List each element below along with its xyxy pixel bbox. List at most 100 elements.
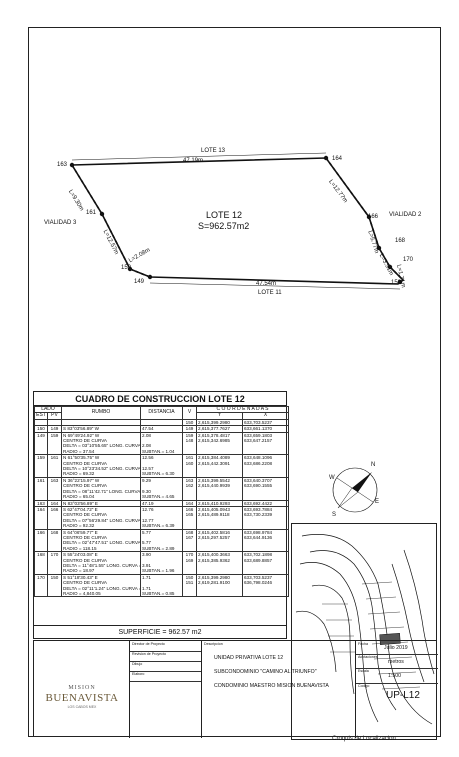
cell-line: CENTRO DE CURVA [63,483,107,489]
cell-line: 2,615,402.5816 [198,529,230,535]
point-150: 150 [391,280,402,286]
codigo-value: UP-L12 [386,690,420,701]
desc-line-2: SUBCONDOMINIO "CAMINO AL TRIUNFO" [214,669,317,675]
cell-line: 161 [185,455,194,461]
cell-line: 633,689.8857 [244,557,273,563]
cell-line: 151 [185,580,194,586]
cell-line: 2.08 [142,443,151,449]
cell-line: 2,615,377.7627 [198,426,230,432]
cell-line: 3.91 [142,562,151,568]
cell-line: 165 [185,512,194,518]
cell-line: 9.30 [142,488,151,494]
label-revision: Revision de Proyecto [132,652,166,656]
cell-line: 162 [185,483,194,489]
cell-line: 164 [185,500,194,506]
cell-pv: 166 [47,505,62,530]
cell-est: 159 [34,454,48,478]
cell-line [244,494,287,499]
cell-est: 149 [34,431,48,456]
cell-line: CENTRO DE CURVA [63,534,107,540]
label-dibujo: Dibujo [132,662,143,666]
cell-line: SUBTAN.= 1.96 [142,568,175,574]
cell-line: 12.57 [142,466,154,472]
cell-line [198,591,241,596]
desc-label: Descripcion [204,642,223,646]
info-column: Fecha Julio 2019 Acotaciones metros Esca… [356,641,438,738]
start-x: 633,703.5237 [242,418,289,427]
cell-line: 163 [185,477,194,483]
cell-line [184,494,195,499]
cell-line: CENTRO DE CURVA [63,460,107,466]
cell-pv: 161 [47,454,62,478]
hdr-rumbo: RUMBO [61,406,141,420]
cell-line [198,523,241,528]
fecha-value: Julio 2019 [384,645,408,651]
cell-line: 633,647.2157 [244,438,273,444]
cell-line: 2,615,440.9939 [198,483,230,489]
compass-n: N [371,462,376,468]
lot-label: LOTE 12 [206,210,243,220]
title-block: MISION BUENAVISTA LOS CABOS MEX Director… [33,640,438,738]
cell-pv: 150 [47,573,62,598]
compass-e: E [375,499,380,505]
desc-line-1: UNIDAD PRIVATIVA LOTE 12 [214,655,284,661]
escala-value: 1:500 [388,673,401,679]
cell-line: 5.77 [142,540,151,546]
cell-line [198,568,241,573]
cell-line: 169 [185,557,194,563]
cell-line [198,449,241,454]
cell-line: 2,615,399.2980 [198,574,230,580]
cell-line: S 55°24'03.08" E [63,552,98,558]
cell-line: 2,615,384.4089 [198,455,230,461]
cell-line: 2,615,489.9118 [198,512,230,518]
cell-line: RADIO = 65.04 [63,494,95,500]
codigo-label: Codigo [358,684,370,688]
acot-value: metros [388,659,404,665]
table-title: CUADRO DE CONSTRUCCION LOTE 12 [34,392,286,406]
cell-est: 166 [34,528,48,553]
dim-bottom: 47.54m [256,281,277,287]
cell-est: 170 [34,573,48,598]
escala-label: Escala [358,669,369,673]
point-170: 170 [403,257,414,263]
cell-est: 164 [34,505,48,530]
cell-line: CENTRO DE CURVA [63,512,107,518]
cell-line: 633,703.5237 [244,574,273,580]
cell-line: 150 [185,574,194,580]
label-elaboro: Elaboro [132,672,145,676]
cell-line: 633,640.3707 [244,477,273,483]
cell-line: DELTA = 10°23'34.52" LONG. CURVA = [63,466,141,472]
cell-line: 633,686.2208 [244,460,273,466]
cell-line: SUBTAN.= 6.39 [142,523,175,529]
hdr-est: EST [34,412,48,420]
cell-line: N 61°50'35.75" W [63,455,100,461]
cell-line: 633,690.1555 [244,483,273,489]
cell-line: N 36°22'15.97" W [63,477,100,483]
cell-line: 2,615,342.6985 [198,438,230,444]
cell-line: CENTRO DE CURVA [63,438,107,444]
cell-line: RADIO = 118.15 [63,545,97,551]
cell-line: 3.90 [142,552,151,558]
cell-line: 2,615,442.3091 [198,460,230,466]
cell-line [244,471,287,476]
cell-line: CENTRO DE CURVA [63,557,107,563]
cell-line [198,494,241,499]
cell-line [198,546,241,551]
